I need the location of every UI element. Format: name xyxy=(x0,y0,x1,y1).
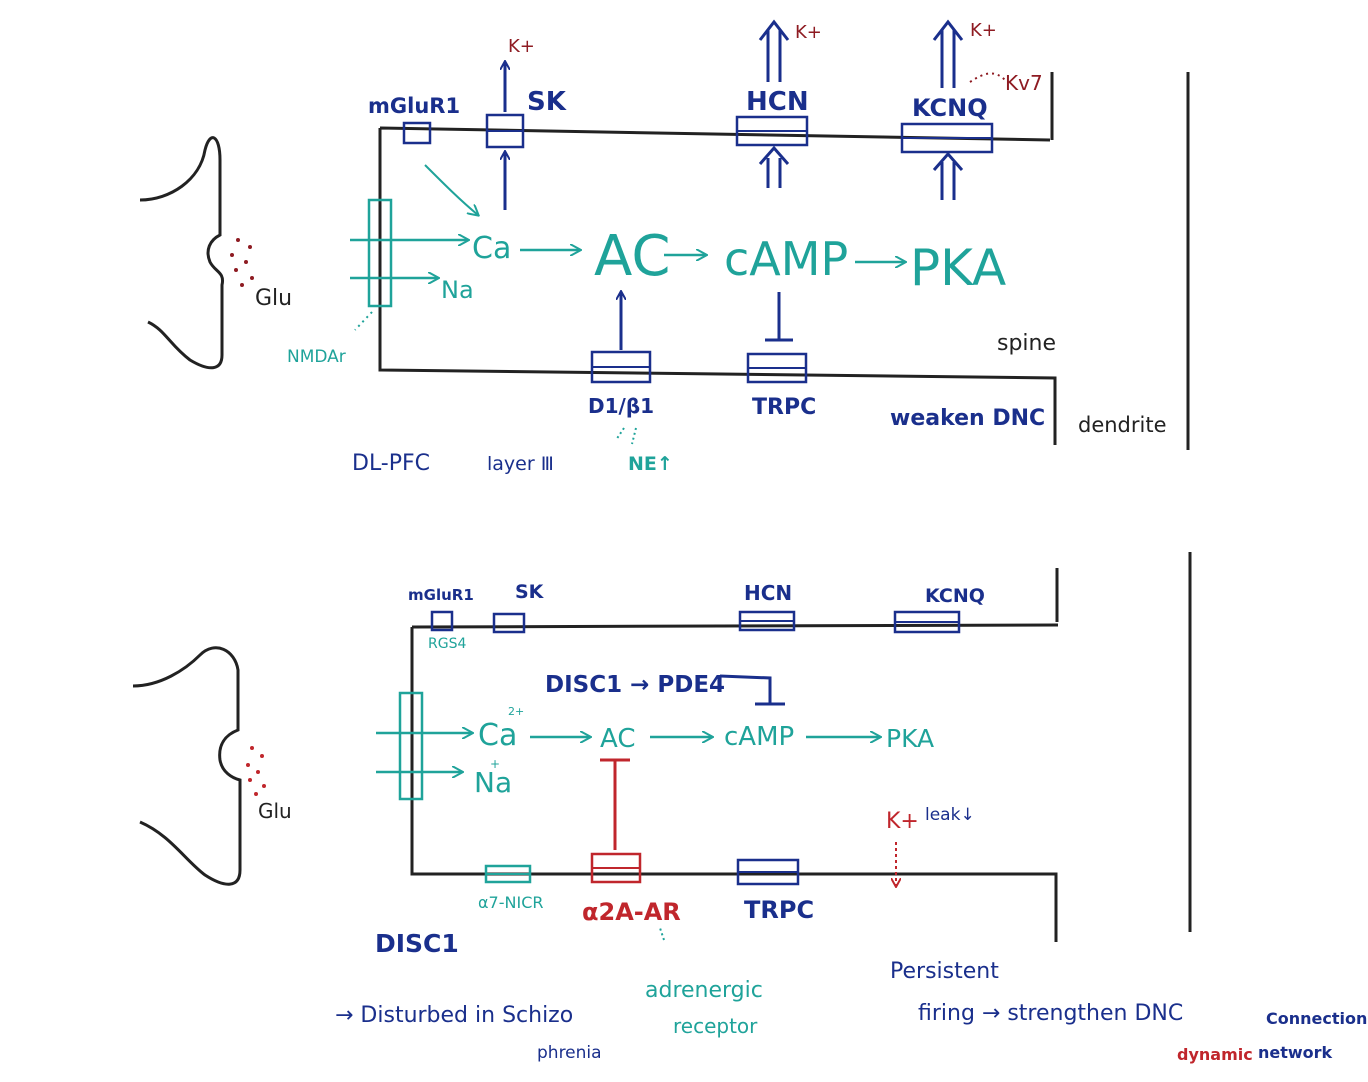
top-na-label: Na xyxy=(441,276,474,304)
top-layer-label: layer Ⅲ xyxy=(487,453,554,475)
top-spine-label: spine xyxy=(997,331,1056,356)
bottom-camp-label: cAMP xyxy=(724,722,794,752)
top-dendrite-label: dendrite xyxy=(1078,413,1167,437)
bottom-a7nicr-label: α7-NICR xyxy=(478,893,543,912)
bottom-a2a-inhibit xyxy=(600,758,630,850)
bottom-kplus: K+ xyxy=(886,809,919,834)
bottom-a2aar-label: α2A-AR xyxy=(582,898,681,926)
top-kcnq-out-arrow xyxy=(932,19,964,88)
bottom-presynaptic-terminal xyxy=(132,646,242,886)
bottom-ca-label: Ca xyxy=(478,718,517,753)
bottom-sk-channel xyxy=(492,612,526,634)
bottom-ac-label: AC xyxy=(600,724,635,754)
top-kplus-sk: K+ xyxy=(508,36,535,57)
top-glu-label: Glu xyxy=(255,286,292,311)
bottom-adrenergic: adrenergic xyxy=(645,978,763,1003)
bottom-na-label: Na xyxy=(474,766,512,799)
top-panel: Glu NMDAr mGluR1 SK K+ HCN K+ KCNQ K+ xyxy=(139,19,1190,476)
bottom-sk-label: SK xyxy=(515,581,545,603)
top-hcn-in-arrow xyxy=(758,145,790,188)
bottom-mglur1-label: mGluR1 xyxy=(408,586,474,604)
top-glu-dots xyxy=(230,238,254,287)
bottom-panel: Glu mGluR1 RGS4 SK HCN KCNQ DISC1 → PDE4… xyxy=(132,552,1367,1064)
top-sk-label: SK xyxy=(527,87,567,117)
bottom-pka-label: PKA xyxy=(886,724,934,753)
bottom-disc1-pde4: DISC1 → PDE4 xyxy=(545,672,725,698)
bottom-na-sup: + xyxy=(490,757,500,771)
bottom-firing: firing → strengthen DNC xyxy=(918,1001,1183,1026)
bottom-network: network xyxy=(1258,1043,1333,1062)
bottom-phrenia: phrenia xyxy=(537,1043,602,1063)
top-ca-label: Ca xyxy=(472,231,511,266)
top-kcnq-in-arrow xyxy=(932,151,964,200)
top-kplus-hcn: K+ xyxy=(795,22,822,43)
top-weaken-dnc: weaken DNC xyxy=(890,406,1045,431)
top-nmdar-channel xyxy=(367,198,393,308)
top-ne-label: NE↑ xyxy=(628,453,673,475)
bottom-rgs4-label: RGS4 xyxy=(428,636,466,652)
bottom-persistent: Persistent xyxy=(890,959,999,984)
top-trpc-label: TRPC xyxy=(752,395,816,420)
bottom-glu-dots xyxy=(246,746,266,796)
bottom-spine-membrane xyxy=(410,568,1059,942)
bottom-leak: leak↓ xyxy=(925,805,975,825)
top-ac-label: AC xyxy=(594,224,670,289)
top-camp-label: cAMP xyxy=(724,232,848,286)
top-presynaptic-terminal xyxy=(139,136,225,370)
bottom-receptor: receptor xyxy=(673,1014,758,1038)
top-mglur1-label: mGluR1 xyxy=(368,94,460,118)
bottom-trpc-label: TRPC xyxy=(744,896,814,924)
top-pka-label: PKA xyxy=(910,239,1006,297)
top-region-label: DL-PFC xyxy=(352,451,430,476)
bottom-glu-label: Glu xyxy=(258,799,292,823)
bottom-dynamic: dynamic xyxy=(1177,1045,1253,1064)
bottom-ca-sup: 2+ xyxy=(508,705,524,718)
top-d1b1-label: D1/β1 xyxy=(588,394,654,418)
bottom-nmdar-channel xyxy=(398,691,424,801)
bottom-disturbed: → Disturbed in Schizo xyxy=(335,1003,573,1028)
top-hcn-out-arrow xyxy=(758,19,790,82)
top-kcnq-label: KCNQ xyxy=(912,94,988,122)
top-nmdar-label: NMDAr xyxy=(287,347,346,367)
top-kplus-kcnq: K+ xyxy=(970,20,997,41)
bottom-connection: Connection xyxy=(1266,1009,1367,1028)
top-hcn-label: HCN xyxy=(746,87,809,117)
bottom-disc1-label: DISC1 xyxy=(375,929,459,958)
top-kv7-label: Kv7 xyxy=(1005,71,1043,95)
bottom-kcnq-label: KCNQ xyxy=(925,585,985,607)
bottom-hcn-label: HCN xyxy=(744,581,792,605)
top-mglur1-receptor xyxy=(402,121,432,145)
bottom-mglur1-receptor xyxy=(430,610,454,632)
bottom-pde4-inhibit xyxy=(719,674,785,706)
